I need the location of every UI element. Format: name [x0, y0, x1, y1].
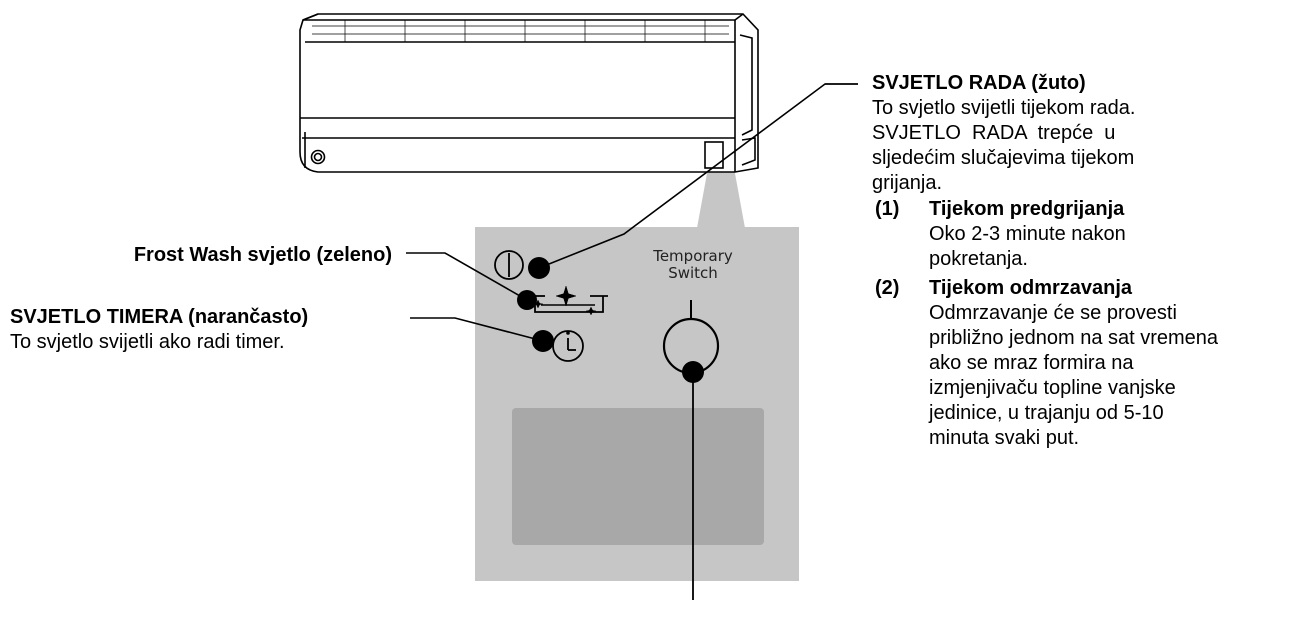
case-1-number: (1)	[875, 198, 900, 220]
frost-wash-label: Frost Wash svjetlo (zeleno)	[133, 244, 392, 266]
leader-lines	[406, 83, 858, 342]
operation-light-title: SVJETLO RADA (žuto)	[872, 72, 1086, 94]
temporary-switch-button	[662, 300, 720, 600]
case-2-line-4: izmjenjivaču topline vanjske	[929, 377, 1176, 399]
temporary-switch-label: Temporary Switch	[633, 248, 753, 282]
operation-desc-line-4: grijanja.	[872, 172, 943, 194]
operation-desc-line-1: To svjetlo svijetli tijekom rada.	[872, 97, 1136, 119]
case-2-line-3: ako se mraz formira na	[929, 352, 1134, 374]
case-2-line-2: približno jednom na sat vremena	[929, 327, 1219, 349]
case-1-title: Tijekom predgrijanja	[929, 198, 1125, 220]
case-2-title: Tijekom odmrzavanja	[929, 277, 1133, 299]
operation-lamp-leader	[538, 83, 858, 269]
air-conditioner-unit	[299, 13, 759, 173]
panel-callout-wedge	[697, 168, 745, 228]
case-2-line-5: jedinice, u trajanju od 5-10	[929, 402, 1164, 424]
case-2-number: (2)	[875, 277, 900, 299]
timer-leader	[410, 317, 544, 342]
case-1-line-2: pokretanja.	[929, 248, 1028, 270]
operation-desc-line-2: SVJETLO RADA trepće u	[872, 122, 1116, 144]
timer-light-title: SVJETLO TIMERA (narančasto)	[10, 306, 309, 328]
case-2-line-6: minuta svaki put.	[929, 427, 1080, 449]
case-1-line-1: Oko 2-3 minute nakon	[929, 223, 1126, 245]
case-2-line-1: Odmrzavanje će se provesti	[929, 302, 1177, 324]
panel-display-area	[512, 408, 764, 545]
temporary-switch-label-line-2: Switch	[668, 264, 718, 282]
frost-wash-leader	[406, 252, 528, 301]
timer-light-description: To svjetlo svijetli ako radi timer.	[10, 331, 285, 353]
operation-desc-line-3: sljedećim slučajevima tijekom	[872, 147, 1135, 169]
temporary-switch-label-line-1: Temporary	[653, 247, 733, 265]
